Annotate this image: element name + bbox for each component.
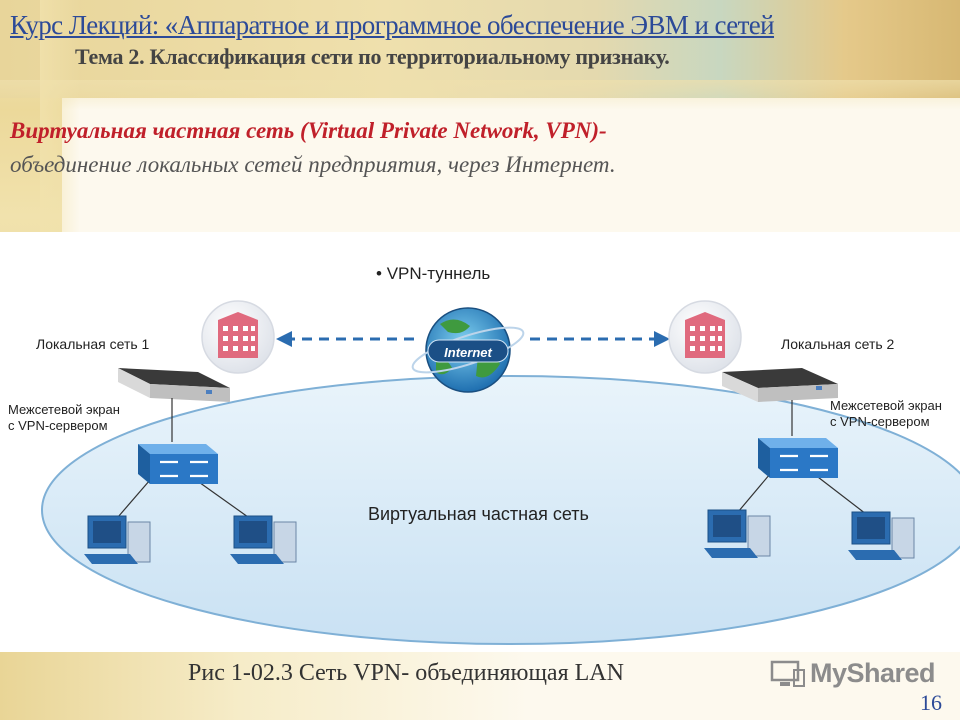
firewall-router-icon-lan1 bbox=[118, 368, 230, 402]
vpn-term: Виртуальная частная сеть (Virtual Privat… bbox=[10, 118, 607, 143]
intro-text: Виртуальная частная сеть (Virtual Privat… bbox=[10, 114, 910, 182]
page-number: 16 bbox=[920, 690, 942, 715]
internet-label: Internet bbox=[444, 345, 492, 360]
watermark-text: MyShared bbox=[810, 658, 936, 688]
vpn-tunnel-label: • VPN-туннель bbox=[376, 264, 490, 284]
switch-icon-lan1 bbox=[138, 444, 218, 484]
myshared-watermark: MyShared bbox=[770, 656, 936, 692]
workstation-icon-lan1-a bbox=[84, 515, 151, 564]
firewall2-label-line2: с VPN-сервером bbox=[830, 414, 930, 429]
firewall2-label-line1: Межсетевой экран bbox=[830, 398, 942, 413]
switch-icon-lan2 bbox=[758, 438, 838, 478]
workstation-icon-lan1-b bbox=[230, 515, 297, 564]
vpn-definition: объединение локальных сетей предприятия,… bbox=[10, 152, 616, 177]
firewall1-label-line1: Межсетевой экран bbox=[8, 402, 120, 417]
building-icon-lan1 bbox=[201, 300, 275, 374]
vpn-ellipse bbox=[41, 375, 960, 645]
firewall2-label: Межсетевой экран с VPN-сервером bbox=[830, 398, 942, 430]
lan1-label: Локальная сеть 1 bbox=[36, 336, 150, 352]
workstation-icon-lan2-b bbox=[848, 511, 915, 560]
building-icon-lan2 bbox=[668, 300, 742, 374]
connection-lines bbox=[117, 398, 867, 518]
vpn-network-label: Виртуальная частная сеть bbox=[368, 504, 589, 524]
workstation-icon-lan2-a bbox=[704, 509, 771, 558]
watermark-monitor-icon bbox=[770, 660, 805, 687]
vpn-tunnel-arrow-left bbox=[276, 331, 420, 347]
topic-title: Тема 2. Классификация сети по территориа… bbox=[75, 44, 670, 69]
vpn-tunnel-arrow-right bbox=[530, 331, 670, 347]
lan2-label: Локальная сеть 2 bbox=[781, 336, 895, 352]
firewall-router-icon-lan2 bbox=[722, 368, 838, 402]
firewall1-label: Межсетевой экран с VPN-сервером bbox=[8, 402, 120, 434]
internet-globe-icon bbox=[411, 307, 525, 393]
course-title[interactable]: Курс Лекций: «Аппаратное и программное о… bbox=[10, 10, 775, 40]
firewall1-label-line2: с VPN-сервером bbox=[8, 418, 108, 433]
diagram-graphics: Internet bbox=[41, 300, 960, 645]
vpn-diagram: Internet bbox=[0, 232, 960, 652]
background-top-fade bbox=[0, 80, 960, 110]
vpn-tunnel-text: VPN-туннель bbox=[386, 264, 491, 283]
bullet-glyph: • bbox=[376, 264, 382, 283]
figure-caption: Рис 1-02.3 Сеть VPN- объединяющая LAN bbox=[188, 660, 624, 686]
